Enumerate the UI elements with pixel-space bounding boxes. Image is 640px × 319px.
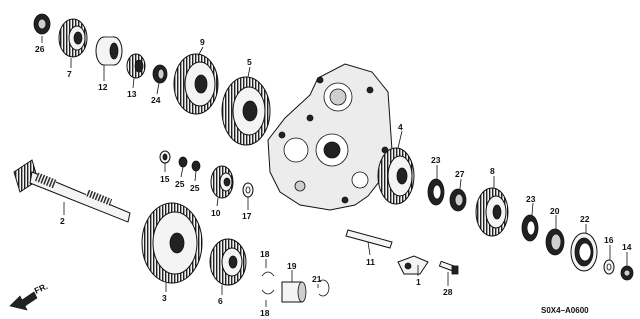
gear-5 bbox=[221, 76, 271, 146]
shaft-11 bbox=[345, 229, 393, 249]
callout-24: 24 bbox=[151, 95, 161, 105]
callout-13: 13 bbox=[127, 89, 137, 99]
snap-ring-21 bbox=[318, 279, 330, 297]
clip-18a bbox=[261, 271, 275, 277]
gear-10 bbox=[210, 165, 234, 199]
callout-22: 22 bbox=[580, 214, 590, 224]
transmission-case bbox=[267, 63, 393, 211]
callout-5: 5 bbox=[247, 57, 252, 67]
clip-18b bbox=[261, 289, 275, 295]
leader-lines bbox=[41, 36, 628, 307]
callout-23a: 23 bbox=[431, 155, 441, 165]
callout-18a: 18 bbox=[260, 249, 270, 259]
gear-7 bbox=[58, 18, 88, 58]
bearing-27 bbox=[449, 188, 467, 212]
callout-2: 2 bbox=[60, 216, 65, 226]
front-direction-arrow-icon bbox=[9, 291, 38, 311]
sensor-1 bbox=[397, 255, 429, 275]
diagram-code: S0X4–A0600 bbox=[541, 306, 589, 315]
callout-15: 15 bbox=[160, 174, 170, 184]
bearing-23b bbox=[521, 214, 539, 242]
gear-3 bbox=[141, 202, 203, 284]
callout-8: 8 bbox=[490, 166, 495, 176]
gear-9 bbox=[173, 53, 219, 115]
gear-4 bbox=[377, 147, 415, 205]
callout-1: 1 bbox=[416, 277, 421, 287]
washer-17 bbox=[242, 182, 254, 198]
callout-7: 7 bbox=[67, 69, 72, 79]
callout-6: 6 bbox=[218, 296, 223, 306]
bearing-20 bbox=[545, 228, 565, 256]
callout-16: 16 bbox=[604, 235, 614, 245]
washer-16 bbox=[603, 259, 615, 275]
mainshaft-2 bbox=[13, 159, 131, 223]
gear-13 bbox=[126, 53, 146, 79]
nut-25b bbox=[191, 160, 201, 172]
direction-label: FR. bbox=[33, 281, 50, 296]
sleeve-19 bbox=[281, 281, 307, 303]
gear-6 bbox=[209, 238, 247, 286]
callout-9: 9 bbox=[200, 37, 205, 47]
callout-19: 19 bbox=[287, 261, 297, 271]
callout-3: 3 bbox=[162, 293, 167, 303]
nut-25a bbox=[178, 156, 188, 168]
needle-bearing-26 bbox=[33, 13, 51, 35]
sleeve-12 bbox=[95, 36, 123, 66]
callout-23b: 23 bbox=[526, 194, 536, 204]
bearing-22 bbox=[570, 232, 598, 272]
bolt-28 bbox=[438, 260, 459, 275]
callout-28: 28 bbox=[443, 287, 453, 297]
callout-21: 21 bbox=[312, 274, 322, 284]
callout-12: 12 bbox=[98, 82, 108, 92]
callout-4: 4 bbox=[398, 122, 403, 132]
bearing-24 bbox=[152, 64, 168, 84]
callout-14: 14 bbox=[622, 242, 632, 252]
callout-25a: 25 bbox=[175, 179, 185, 189]
callout-26: 26 bbox=[35, 44, 45, 54]
nut-14 bbox=[620, 265, 634, 281]
callout-20: 20 bbox=[550, 206, 560, 216]
washer-15 bbox=[159, 150, 171, 164]
bearing-23a bbox=[427, 178, 445, 206]
callout-10: 10 bbox=[211, 208, 221, 218]
callout-18b: 18 bbox=[260, 308, 270, 318]
callout-27: 27 bbox=[455, 169, 465, 179]
callout-11: 11 bbox=[366, 257, 375, 267]
callout-17: 17 bbox=[242, 211, 252, 221]
gear-8 bbox=[475, 187, 509, 237]
callout-25b: 25 bbox=[190, 183, 200, 193]
